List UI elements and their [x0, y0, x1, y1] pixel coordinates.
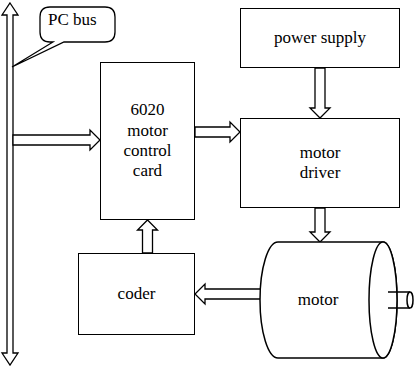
process-box: 6020 motor control card [100, 62, 195, 220]
hollow-arrow [138, 220, 158, 253]
hollow-arrow [310, 208, 330, 242]
hollow-arrow [195, 122, 240, 142]
process-box: power supply [240, 8, 400, 68]
motor-part [369, 242, 397, 358]
motor-part [407, 292, 413, 308]
hollow-arrow [310, 68, 330, 118]
hollow-arrow [195, 284, 261, 304]
process-box: coder [78, 253, 195, 335]
node-label: motor driver [285, 143, 355, 184]
node-label: motor [298, 290, 339, 310]
process-box: motor driver [240, 118, 400, 208]
callout-bubble: PC bus [40, 7, 115, 42]
motor-cylinder: motor [258, 240, 414, 360]
pc-bus-arrow [2, 3, 18, 365]
motor-part [260, 242, 397, 358]
node-label: PC bus [48, 10, 97, 30]
bus-to-card-arrow [13, 130, 100, 150]
node-label: 6020 motor control card [117, 100, 179, 182]
node-label: coder [118, 284, 156, 304]
node-label: power supply [274, 28, 366, 48]
bubble-part [12, 7, 115, 67]
